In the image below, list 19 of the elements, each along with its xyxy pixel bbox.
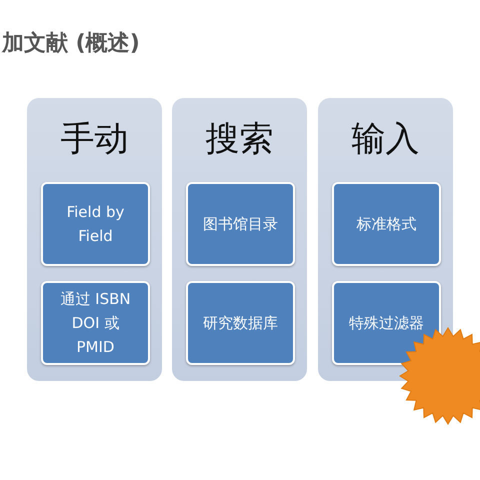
method-label: Field by Field	[66, 202, 126, 247]
method-label: 图书馆目录	[202, 214, 279, 235]
category-heading: 搜索	[204, 118, 274, 161]
method-box	[41, 281, 150, 365]
method-box	[332, 182, 441, 266]
method-label: 标准格式	[356, 214, 418, 235]
slide-title: 加文献 (概述)	[2, 30, 140, 58]
method-box	[332, 281, 441, 365]
category-panel	[27, 98, 162, 381]
category-panel	[172, 98, 307, 381]
method-label: 特殊过滤器	[348, 313, 425, 334]
method-label: 通过 ISBN DOI 或 PMID	[59, 289, 132, 358]
method-box	[186, 281, 295, 365]
category-heading: 输入	[350, 118, 420, 161]
method-box	[186, 182, 295, 266]
method-label: 研究数据库	[202, 313, 279, 334]
method-box	[41, 182, 150, 266]
category-heading: 手动	[60, 118, 130, 161]
category-panel	[318, 98, 453, 381]
